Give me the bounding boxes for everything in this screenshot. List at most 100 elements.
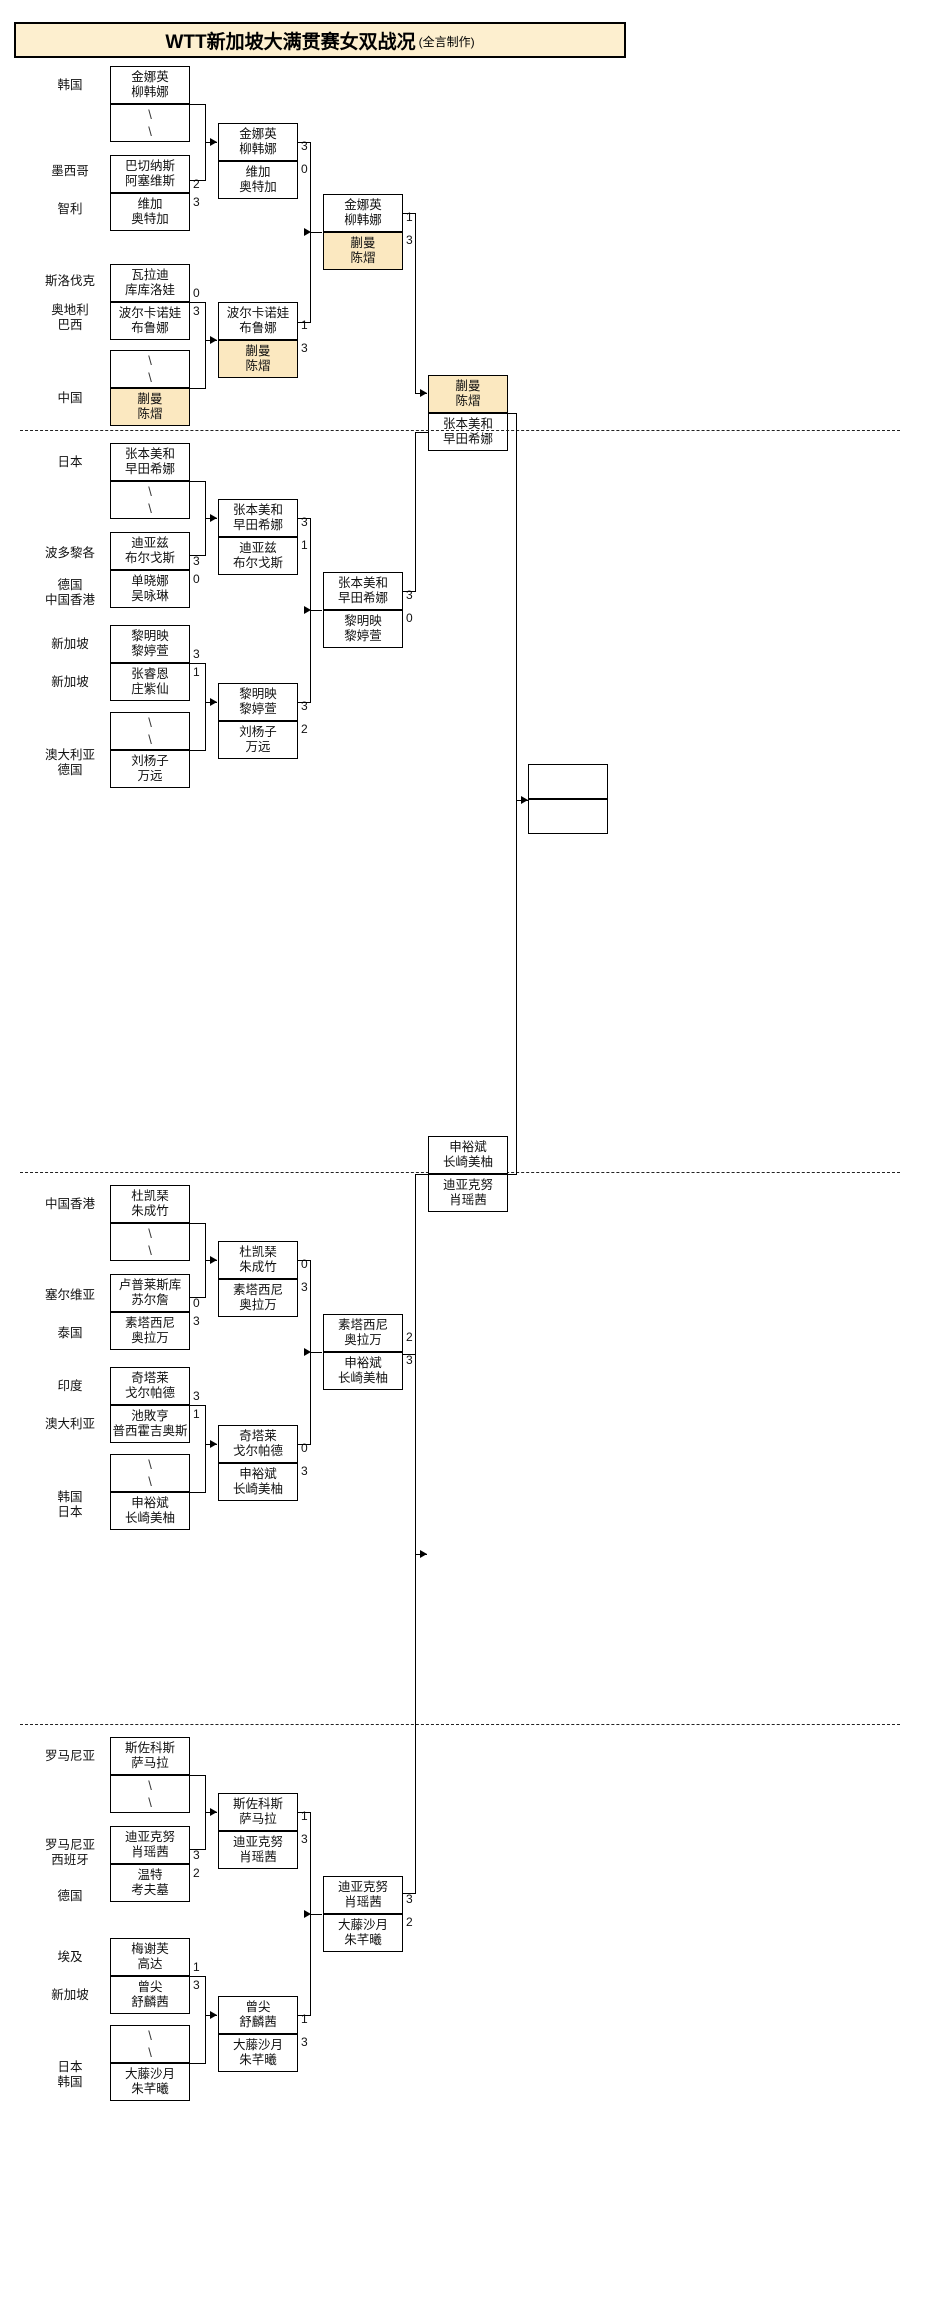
player-name: 申裕斌 [131,1496,169,1510]
connector-line [415,432,416,591]
score-valdi-r1: 0 [193,286,200,300]
connector-line [190,388,206,389]
connector-arrow [210,138,217,146]
team-box-zengjian-r1: 曾尖 舒麟茜 [110,1976,190,2014]
bye-slash: \ [148,732,152,747]
team-box-bye-8: \ \ [110,2025,190,2063]
connector-line [190,1223,206,1224]
team-box-zengjian-r2: 曾尖 舒麟茜 [218,1996,298,2034]
team-box-liuyangzi-r2: 刘杨子 万远 [218,721,298,759]
player-name: 梅谢芙 [131,1942,169,1956]
nation-austria: 奥地利 [51,303,89,317]
player-name: 万远 [137,769,163,783]
player-name: 布尔戈斯 [232,556,283,570]
nation-serbia: 塞尔维亚 [44,1288,96,1302]
connector-line [403,213,416,214]
connector-line [205,302,206,388]
nation-chile: 智利 [57,202,83,216]
nation-germany-q2: 德国 [57,578,83,592]
score-polcanova-r2: 1 [301,318,308,332]
team-box-kuai-chen-r1: 蒯曼 陈熠 [110,388,190,426]
team-box-meshref-r1: 梅谢芙 高达 [110,1938,190,1976]
team-box-sutasini-r3: 素塔西尼 奥拉万 [323,1314,403,1352]
connector-line [415,213,416,393]
player-name: 奥拉万 [344,1333,382,1347]
player-name: 蒯曼 [137,392,163,406]
player-name: 迪亚兹 [131,536,169,550]
connector-line [516,800,517,1174]
score-sutasini-r2: 3 [301,1280,308,1294]
player-name: 金娜英 [131,70,169,84]
player-name: 奥特加 [131,212,169,226]
score-zhangben-r3: 3 [406,588,413,602]
team-box-shan-r1: 单晓娜 吴咏琳 [110,570,190,608]
team-box-diaconu-r2: 迪亚克努 肖瑶茜 [218,1831,298,1869]
player-name: 大藤沙月 [232,2038,283,2052]
team-box-kim-ryu-r1: 金娜英 柳韩娜 [110,66,190,104]
player-name: 张本美和 [124,447,175,461]
team-box-sutasini-r2: 素塔西尼 奥拉万 [218,1279,298,1317]
player-name: 肖瑶茜 [344,1895,382,1909]
team-box-diaz-r2: 迪亚兹 布尔戈斯 [218,537,298,575]
player-name: 杜凯琹 [239,1245,277,1259]
nation-slovakia: 斯洛伐克 [44,274,96,288]
team-box-sutasini-r1: 素塔西尼 奥拉万 [110,1312,190,1350]
score-chitale-r2: 0 [301,1441,308,1455]
team-box-chi-r1: 池敗亨 普西霍吉奥斯 [110,1405,190,1443]
team-box-winter-r1: 温特 考夫墓 [110,1864,190,1902]
player-name: 戈尔帕德 [232,1444,283,1458]
player-name: 瓦拉迪 [131,268,169,282]
team-box-bye-3: \ \ [110,481,190,519]
bye-slash: \ [148,715,152,730]
connector-line [403,1354,416,1355]
player-name: 温特 [137,1868,163,1882]
player-name: 早田希娜 [232,518,283,532]
player-name: 奇塔莱 [131,1371,169,1385]
connector-line [310,1352,322,1353]
team-box-ofuji-r3: 大藤沙月 朱芊曦 [323,1914,403,1952]
player-name: 黎婷萱 [131,644,169,658]
player-name: 朱成竹 [131,1204,169,1218]
team-box-shinyubin-sf: 申裕斌 长崎美柚 [428,1136,508,1174]
team-box-liming-r1: 黎明映 黎婷萱 [110,625,190,663]
player-name: 柳韩娜 [239,142,277,156]
bye-slash: \ [148,2045,152,2060]
player-name: 奥拉万 [239,1298,277,1312]
connector-line [205,1405,206,1492]
connector-arrow [210,336,217,344]
player-name: 苏尔詹 [131,1293,169,1307]
team-box-zhangben-r3: 张本美和 早田希娜 [323,572,403,610]
player-name: 维加 [137,197,163,211]
player-name: 金娜英 [344,198,382,212]
nation-thailand: 泰国 [57,1326,83,1340]
nation-singapore-q2a: 新加坡 [51,637,89,651]
connector-line [190,1492,206,1493]
score-liming-r3: 0 [406,611,413,625]
player-name: 申裕斌 [449,1140,487,1154]
bye-slash: \ [148,107,152,122]
player-name: 斯佐科斯 [232,1797,283,1811]
team-box-diaconu-r1: 迪亚克努 肖瑶茜 [110,1826,190,1864]
player-name: 黎婷萱 [239,702,277,716]
team-box-ofuji-r1: 大藤沙月 朱芊曦 [110,2063,190,2101]
player-name: 迪亚克努 [232,1835,283,1849]
player-name: 杜凯琹 [131,1189,169,1203]
score-bachnas-r1: 2 [193,177,200,191]
team-box-shinyubin-r1: 申裕斌 长崎美柚 [110,1492,190,1530]
player-name: 长崎美柚 [337,1371,388,1385]
team-box-bachnas-r1: 巴切纳斯 阿塞维斯 [110,155,190,193]
score-szocs-r2: 1 [301,1809,308,1823]
team-box-shinyubin-r2: 申裕斌 长崎美柚 [218,1463,298,1501]
player-name: 金娜英 [239,127,277,141]
team-box-zhangben-r2: 张本美和 早田希娜 [218,499,298,537]
connector-line [298,1444,311,1445]
player-name: 单晓娜 [131,574,169,588]
player-name: 考夫墓 [131,1883,169,1897]
nation-germany-q2b: 德国 [57,763,83,777]
score-zhangben-r2: 3 [301,515,308,529]
team-box-kuai-chen-sf: 蒯曼 陈熠 [428,375,508,413]
bye-slash: \ [148,2028,152,2043]
nation-japan-q2: 日本 [57,455,83,469]
player-name: 长崎美柚 [442,1155,493,1169]
connector-line [310,232,322,233]
